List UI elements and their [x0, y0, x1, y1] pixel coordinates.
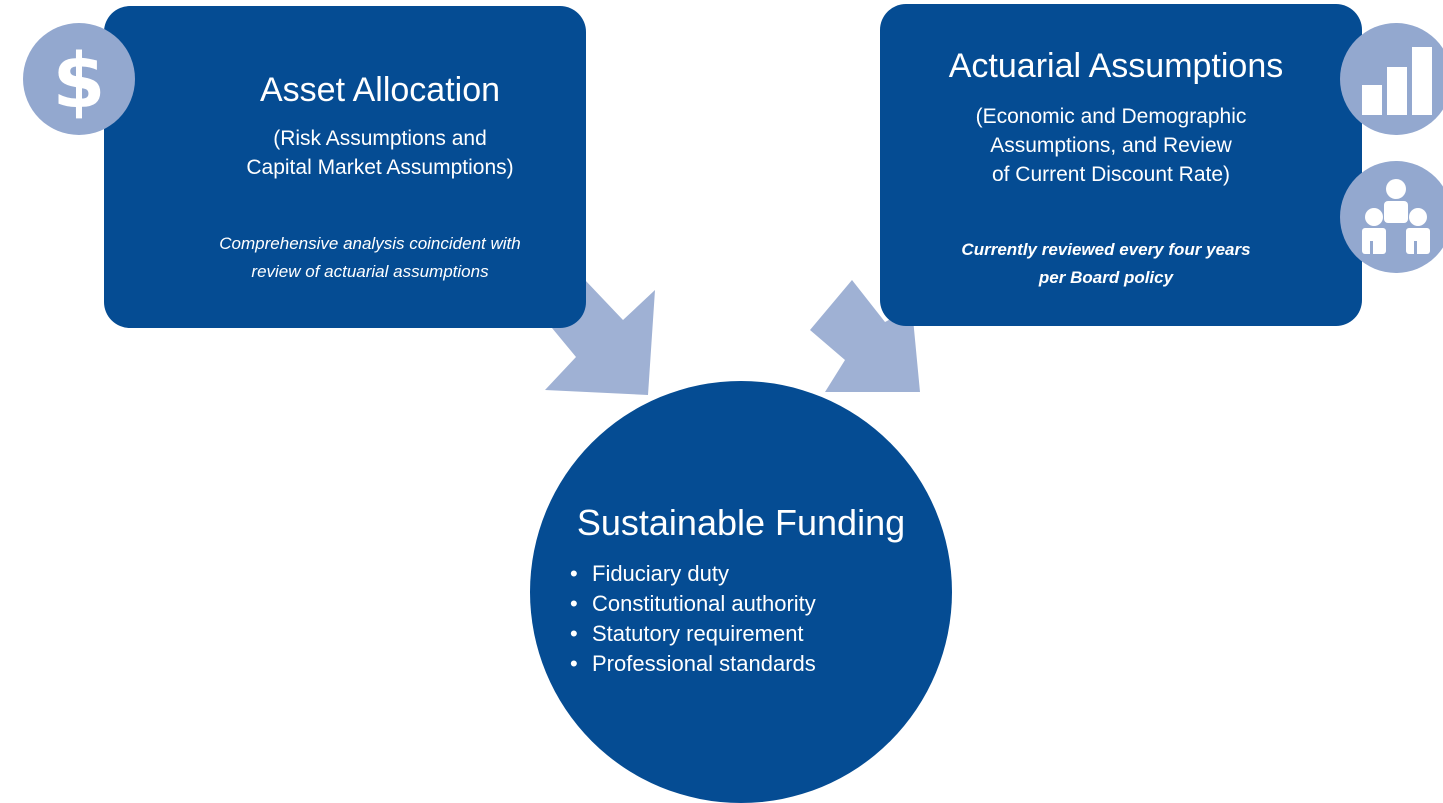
bullet-icon: • [570, 651, 578, 676]
note-line: review of actuarial assumptions [251, 262, 489, 281]
subtitle-line: Capital Market Assumptions) [246, 156, 514, 179]
right-arrow [810, 280, 920, 392]
svg-text:$: $ [53, 36, 106, 125]
asset-allocation-box: Asset Allocation (Risk Assumptions and C… [104, 6, 586, 328]
sustainable-funding-circle: Sustainable Funding • Fiduciary duty • Con… [530, 381, 952, 803]
actuarial-assumptions-note: Currently reviewed every four years per … [880, 236, 1332, 292]
bullet-icon: • [570, 591, 578, 616]
actuarial-assumptions-box: Actuarial Assumptions (Economic and Demo… [880, 4, 1362, 326]
note-line: Comprehensive analysis coincident with [219, 234, 521, 253]
subtitle-line: (Economic and Demographic [975, 105, 1247, 128]
note-line: per Board policy [1038, 268, 1174, 287]
list-item-label: Constitutional authority [592, 591, 816, 616]
list-item: • Fiduciary duty [570, 559, 816, 589]
subtitle-line: of Current Discount Rate) [991, 163, 1231, 186]
list-item: • Statutory requirement [570, 619, 816, 649]
list-item-label: Professional standards [592, 651, 816, 676]
dollar-icon: $ [23, 23, 135, 135]
actuarial-assumptions-title: Actuarial Assumptions [948, 47, 1284, 85]
sustainable-funding-list: • Fiduciary duty • Constitutional authorit… [570, 559, 816, 679]
subtitle-line: (Risk Assumptions and [273, 127, 487, 150]
asset-allocation-title: Asset Allocation [259, 71, 501, 109]
subtitle-line: Assumptions, and Review [990, 134, 1232, 157]
list-item: • Constitutional authority [570, 589, 816, 619]
asset-allocation-note: Comprehensive analysis coincident with r… [154, 230, 586, 286]
asset-allocation-subtitle: (Risk Assumptions and Capital Market Ass… [174, 124, 586, 182]
bullet-icon: • [570, 561, 578, 586]
list-item-label: Statutory requirement [592, 621, 804, 646]
bullet-icon: • [570, 621, 578, 646]
list-item-label: Fiduciary duty [592, 561, 729, 586]
actuarial-assumptions-subtitle: (Economic and Demographic Assumptions, a… [880, 102, 1342, 189]
list-item: • Professional standards [570, 649, 816, 679]
sustainable-funding-title: Sustainable Funding [576, 502, 906, 543]
people-group-icon [1340, 161, 1443, 273]
note-line: Currently reviewed every four years [961, 240, 1251, 259]
bar-chart-icon [1340, 23, 1443, 135]
